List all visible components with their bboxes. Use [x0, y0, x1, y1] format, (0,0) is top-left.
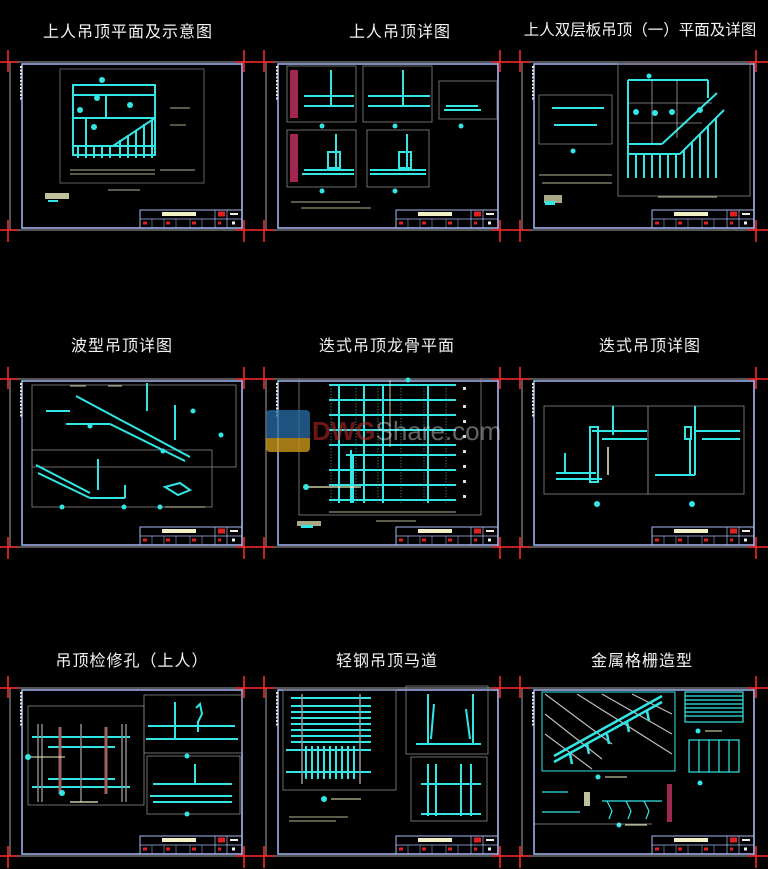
sheet-2-drawing [255, 49, 513, 243]
sheet-card-6[interactable]: 迭式吊顶详图 [512, 310, 768, 630]
sheet-card-4[interactable]: 波型吊顶详图 [0, 310, 256, 630]
sheet-6-drawing [511, 366, 768, 560]
sheet-card-1[interactable]: 上人吊顶平面及示意图 [0, 0, 256, 310]
sheet-title: 金属格栅造型 [590, 651, 693, 670]
sheet-title: 上人吊顶平面及示意图 [42, 22, 213, 41]
sheet-title: 波型吊顶详图 [70, 336, 173, 355]
watermark-logo-icon [266, 410, 310, 452]
sheet-card-9[interactable]: 金属格栅造型 [512, 630, 768, 869]
sheet-title: 上人吊顶详图 [348, 22, 451, 41]
sheet-card-5[interactable]: 迭式吊顶龙骨平面 [256, 310, 512, 630]
sheet-card-7[interactable]: 吊顶检修孔（上人） [0, 630, 256, 869]
watermark: DWGShare.com [262, 408, 512, 456]
sheet-card-8[interactable]: 轻钢吊顶马道 [256, 630, 512, 869]
sheet-1-drawing [0, 49, 257, 243]
sheet-7-drawing [0, 675, 257, 869]
sheet-4-drawing [0, 366, 257, 560]
sheet-title: 上人双层板吊顶（一）平面及详图 [523, 21, 757, 39]
sheet-title: 吊顶检修孔（上人） [55, 651, 209, 670]
sheet-card-2[interactable]: 上人吊顶详图 [256, 0, 512, 310]
sheet-9-drawing [511, 675, 768, 869]
watermark-text: DWGShare.com [312, 416, 502, 446]
sheet-5-drawing [255, 366, 513, 560]
sheet-title: 轻钢吊顶马道 [335, 651, 438, 670]
sheet-card-3[interactable]: 上人双层板吊顶（一）平面及详图 [512, 0, 768, 310]
sheet-title: 迭式吊顶详图 [598, 336, 701, 355]
sheet-3-drawing [511, 49, 768, 243]
sheet-title: 迭式吊顶龙骨平面 [318, 336, 455, 355]
sheet-8-drawing [255, 675, 513, 869]
